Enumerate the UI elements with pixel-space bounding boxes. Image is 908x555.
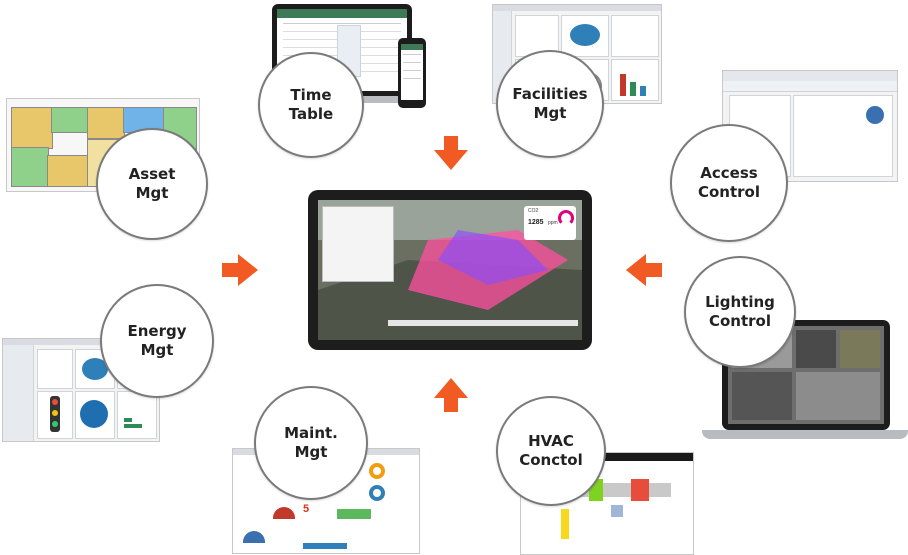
arrow-left-icon <box>626 254 662 286</box>
node-lighting-control: Lighting Control <box>684 256 796 368</box>
node-asset-label: Asset Mgt <box>128 165 176 202</box>
node-time-table: Time Table <box>258 52 364 158</box>
node-hvac: HVAC Conctol <box>496 396 606 506</box>
arrow-right-icon <box>222 254 258 286</box>
node-access-control-label: Access Control <box>697 164 760 201</box>
maintenance-count-text: 5 <box>303 503 310 515</box>
node-maintenance-label: Maint. Mgt <box>284 424 338 461</box>
node-lighting-control-label: Lighting Control <box>705 293 775 330</box>
gauge-label: CO2 <box>528 208 539 214</box>
node-facilities: Facilities Mgt <box>496 50 604 158</box>
node-energy: Energy Mgt <box>100 284 214 398</box>
lighting-control-screenshot <box>702 320 908 442</box>
gauge-unit: ppm <box>548 220 558 226</box>
arrow-up-icon <box>434 378 468 412</box>
gauge-value: 1285 <box>528 219 544 226</box>
node-time-table-label: Time Table <box>288 86 334 123</box>
central-dashboard-tablet: 1285 ppm CO2 <box>308 190 592 350</box>
node-hvac-label: HVAC Conctol <box>519 432 583 469</box>
node-energy-label: Energy Mgt <box>127 322 187 359</box>
node-asset: Asset Mgt <box>96 128 208 240</box>
node-maintenance: Maint. Mgt <box>254 386 368 500</box>
node-access-control: Access Control <box>670 124 788 242</box>
gauge-dial-icon <box>558 210 574 226</box>
node-facilities-label: Facilities Mgt <box>512 85 588 122</box>
arrow-down-icon <box>434 136 468 170</box>
